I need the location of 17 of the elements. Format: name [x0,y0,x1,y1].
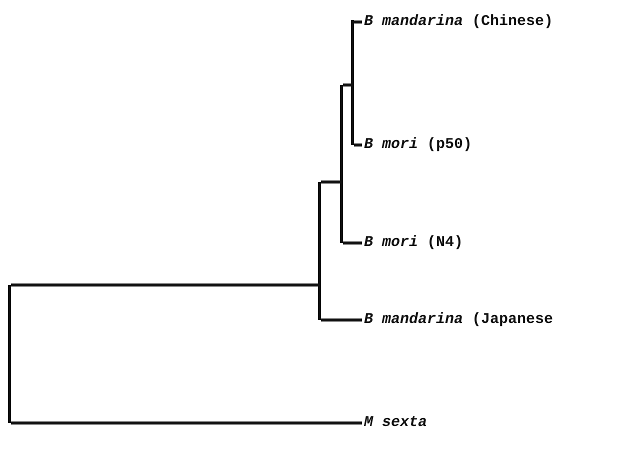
horizontal-branch [354,144,362,146]
horizontal-branch [343,242,362,244]
horizontal-branch [343,84,351,86]
taxon-label: B mandarina (Japanese [364,310,554,330]
vertical-branch [351,20,354,145]
horizontal-branch [11,422,362,424]
vertical-branch [340,85,343,243]
horizontal-branch [321,180,340,184]
vertical-branch [318,182,321,320]
taxon-label: M sexta [364,413,428,433]
vertical-branch [8,285,11,423]
horizontal-branch [11,284,318,286]
horizontal-branch [354,20,362,24]
taxon-label: B mori (p50) [364,135,472,155]
taxon-label: B mandarina (Chinese) [364,12,554,32]
horizontal-branch [321,318,362,322]
taxon-label: B mori (N4) [364,233,464,253]
